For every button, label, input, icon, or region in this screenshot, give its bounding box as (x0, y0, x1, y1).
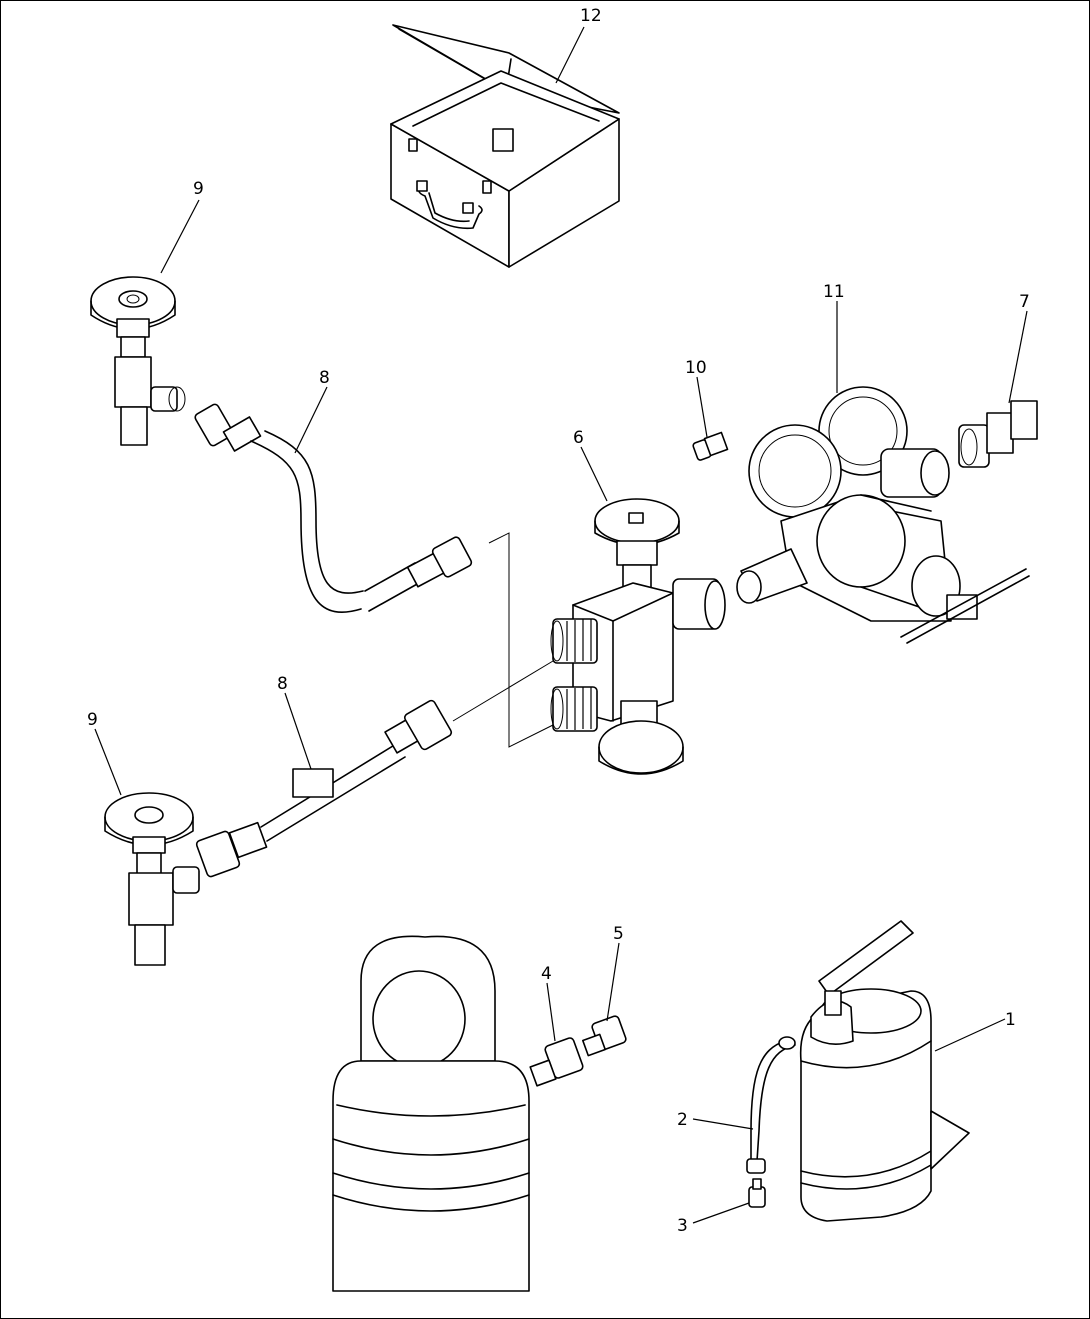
callout-1: 1 (1005, 1010, 1016, 1030)
fitting-part-10 (692, 431, 729, 461)
valve-part-9-lower (104, 792, 200, 966)
callout-3: 3 (677, 1216, 688, 1236)
callout-8-upper: 8 (319, 368, 330, 388)
callout-8-lower: 8 (277, 674, 288, 694)
hose-part-8-lower (195, 699, 453, 878)
callout-labels: 12 9 8 11 7 10 6 8 9 5 4 1 2 3 (87, 6, 1030, 1236)
fitting-part-7 (958, 400, 1038, 468)
tool-box-part-12 (390, 24, 620, 268)
valve-part-9-upper (90, 276, 186, 446)
callout-6: 6 (573, 428, 584, 448)
callout-5: 5 (613, 924, 624, 944)
callout-9-lower: 9 (87, 710, 98, 730)
callout-7: 7 (1019, 292, 1030, 312)
callout-9-upper: 9 (193, 179, 204, 199)
valve-block-part-6 (550, 498, 726, 775)
leader-lines (94, 26, 1028, 1224)
hand-pump-part-1 (746, 920, 970, 1222)
connection-bracket (452, 532, 554, 748)
hydraulic-cylinder (332, 935, 530, 1292)
hose-part-8-upper (194, 403, 473, 613)
regulator-part-11 (736, 386, 1030, 644)
coupler-part-4 (529, 1037, 584, 1087)
callout-10: 10 (685, 358, 707, 378)
callout-11: 11 (823, 282, 845, 302)
callout-4: 4 (541, 964, 552, 984)
callout-2: 2 (677, 1110, 688, 1130)
callout-12: 12 (580, 6, 602, 26)
coupler-part-5 (582, 1015, 627, 1057)
